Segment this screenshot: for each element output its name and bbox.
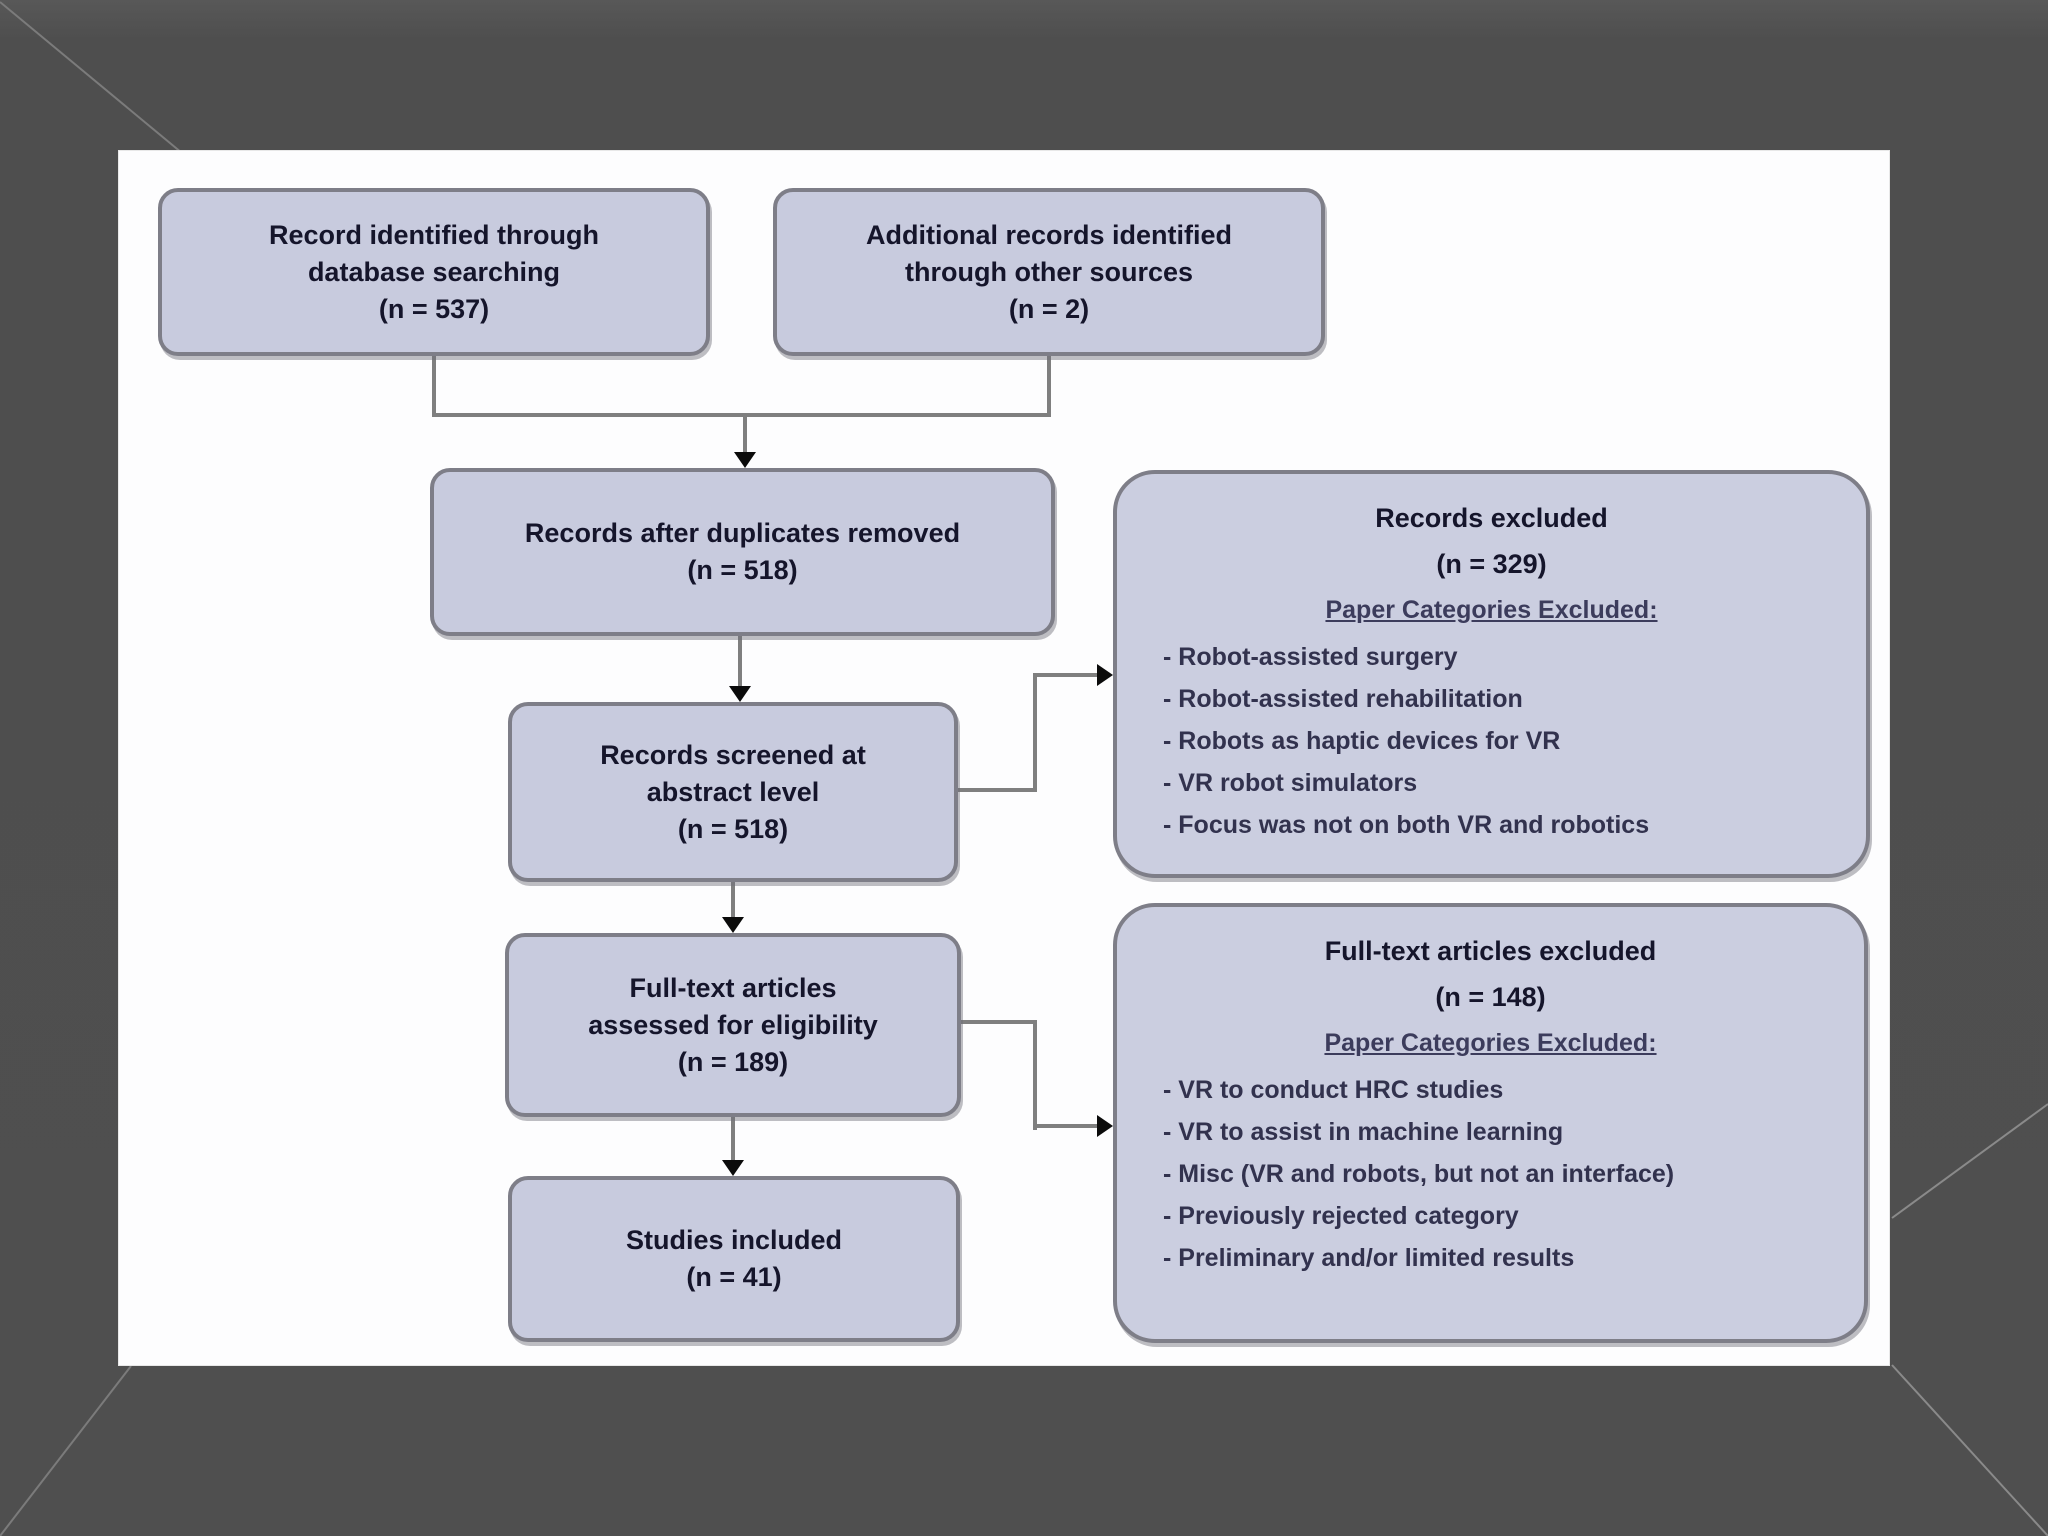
arrowhead-down-icon [734,452,756,468]
list-item: - Focus was not on both VR and robotics [1163,811,1650,839]
arrowhead-down-icon [729,686,751,702]
node-line: Record identified through [269,219,599,250]
arrowhead-right-icon [1097,1115,1113,1137]
box-fulltext-excluded: Full-text articles excluded (n = 148) Pa… [1113,903,1868,1343]
node-records-after-duplicates-removed: Records after duplicates removed (n = 51… [430,468,1055,636]
node-line: Records screened at [600,739,866,770]
fulltext-excluded-title: Full-text articles excluded [1324,936,1657,966]
records-excluded-subheading: Paper Categories Excluded: [1325,596,1658,624]
list-item: - Robot-assisted surgery [1163,643,1458,671]
node-line: (n = 41) [686,1262,782,1292]
connector-other-down [1047,356,1051,417]
list-item: - Misc (VR and robots, but not an interf… [1163,1160,1675,1188]
records-excluded-title: Records excluded [1375,503,1608,533]
connector-screened-to-fulltext [731,882,735,919]
node-records-screened-abstract: Records screened at abstract level (n = … [508,702,958,882]
list-item: - VR to assist in machine learning [1163,1118,1564,1146]
connector-screened-to-excluded-seg2 [1033,673,1037,792]
connector-screened-to-excluded-seg3 [1035,673,1099,677]
connector-merge-to-duplicates [743,415,747,453]
node-studies-included: Studies included (n = 41) [508,1176,960,1342]
node-line: Additional records identified [865,219,1233,250]
box-records-excluded: Records excluded (n = 329) Paper Categor… [1113,470,1870,878]
node-line: (n = 518) [687,555,798,585]
arrowhead-down-icon [722,917,744,933]
node-line: Records after duplicates removed [524,518,961,548]
node-line: Full-text articles [629,972,837,1003]
list-item: - Previously rejected category [1163,1202,1519,1230]
connector-fulltext-to-excluded-seg3 [1035,1124,1099,1128]
list-item: - Preliminary and/or limited results [1163,1244,1575,1272]
arrowhead-right-icon [1097,664,1113,686]
list-item: - VR to conduct HRC studies [1163,1076,1504,1104]
fulltext-excluded-subheading: Paper Categories Excluded: [1324,1029,1657,1057]
list-item: - Robot-assisted rehabilitation [1163,685,1523,713]
connector-fulltext-to-excluded-seg2 [1033,1020,1037,1130]
records-excluded-count: (n = 329) [1436,549,1547,579]
node-line: assessed for eligibility [588,1009,878,1040]
connector-db-down [432,356,436,417]
node-line: (n = 2) [1008,293,1090,324]
list-item: - VR robot simulators [1163,769,1418,797]
records-excluded-list: - Robot-assisted surgery - Robot-assiste… [1157,636,1826,846]
node-line: (n = 189) [677,1046,789,1077]
connector-fulltext-to-included [731,1117,735,1162]
node-line: (n = 518) [677,813,789,844]
node-additional-records-other-sources: Additional records identified through ot… [773,188,1325,356]
connector-fulltext-to-excluded-seg1 [956,1020,1035,1024]
node-fulltext-assessed-eligibility: Full-text articles assessed for eligibil… [505,933,961,1117]
node-line: abstract level [646,776,820,807]
node-line: (n = 537) [378,293,490,324]
node-line: through other sources [904,256,1194,287]
arrowhead-down-icon [722,1160,744,1176]
connector-duplicates-to-screened [738,636,742,688]
node-line: Studies included [625,1225,843,1255]
node-line: database searching [307,256,561,287]
node-records-identified-database: Record identified through database searc… [158,188,710,356]
connector-merge-horizontal [432,413,1051,417]
fulltext-excluded-list: - VR to conduct HRC studies - VR to assi… [1157,1069,1824,1279]
fulltext-excluded-count: (n = 148) [1435,982,1546,1012]
connector-screened-to-excluded-seg1 [956,788,1035,792]
list-item: - Robots as haptic devices for VR [1163,727,1561,755]
